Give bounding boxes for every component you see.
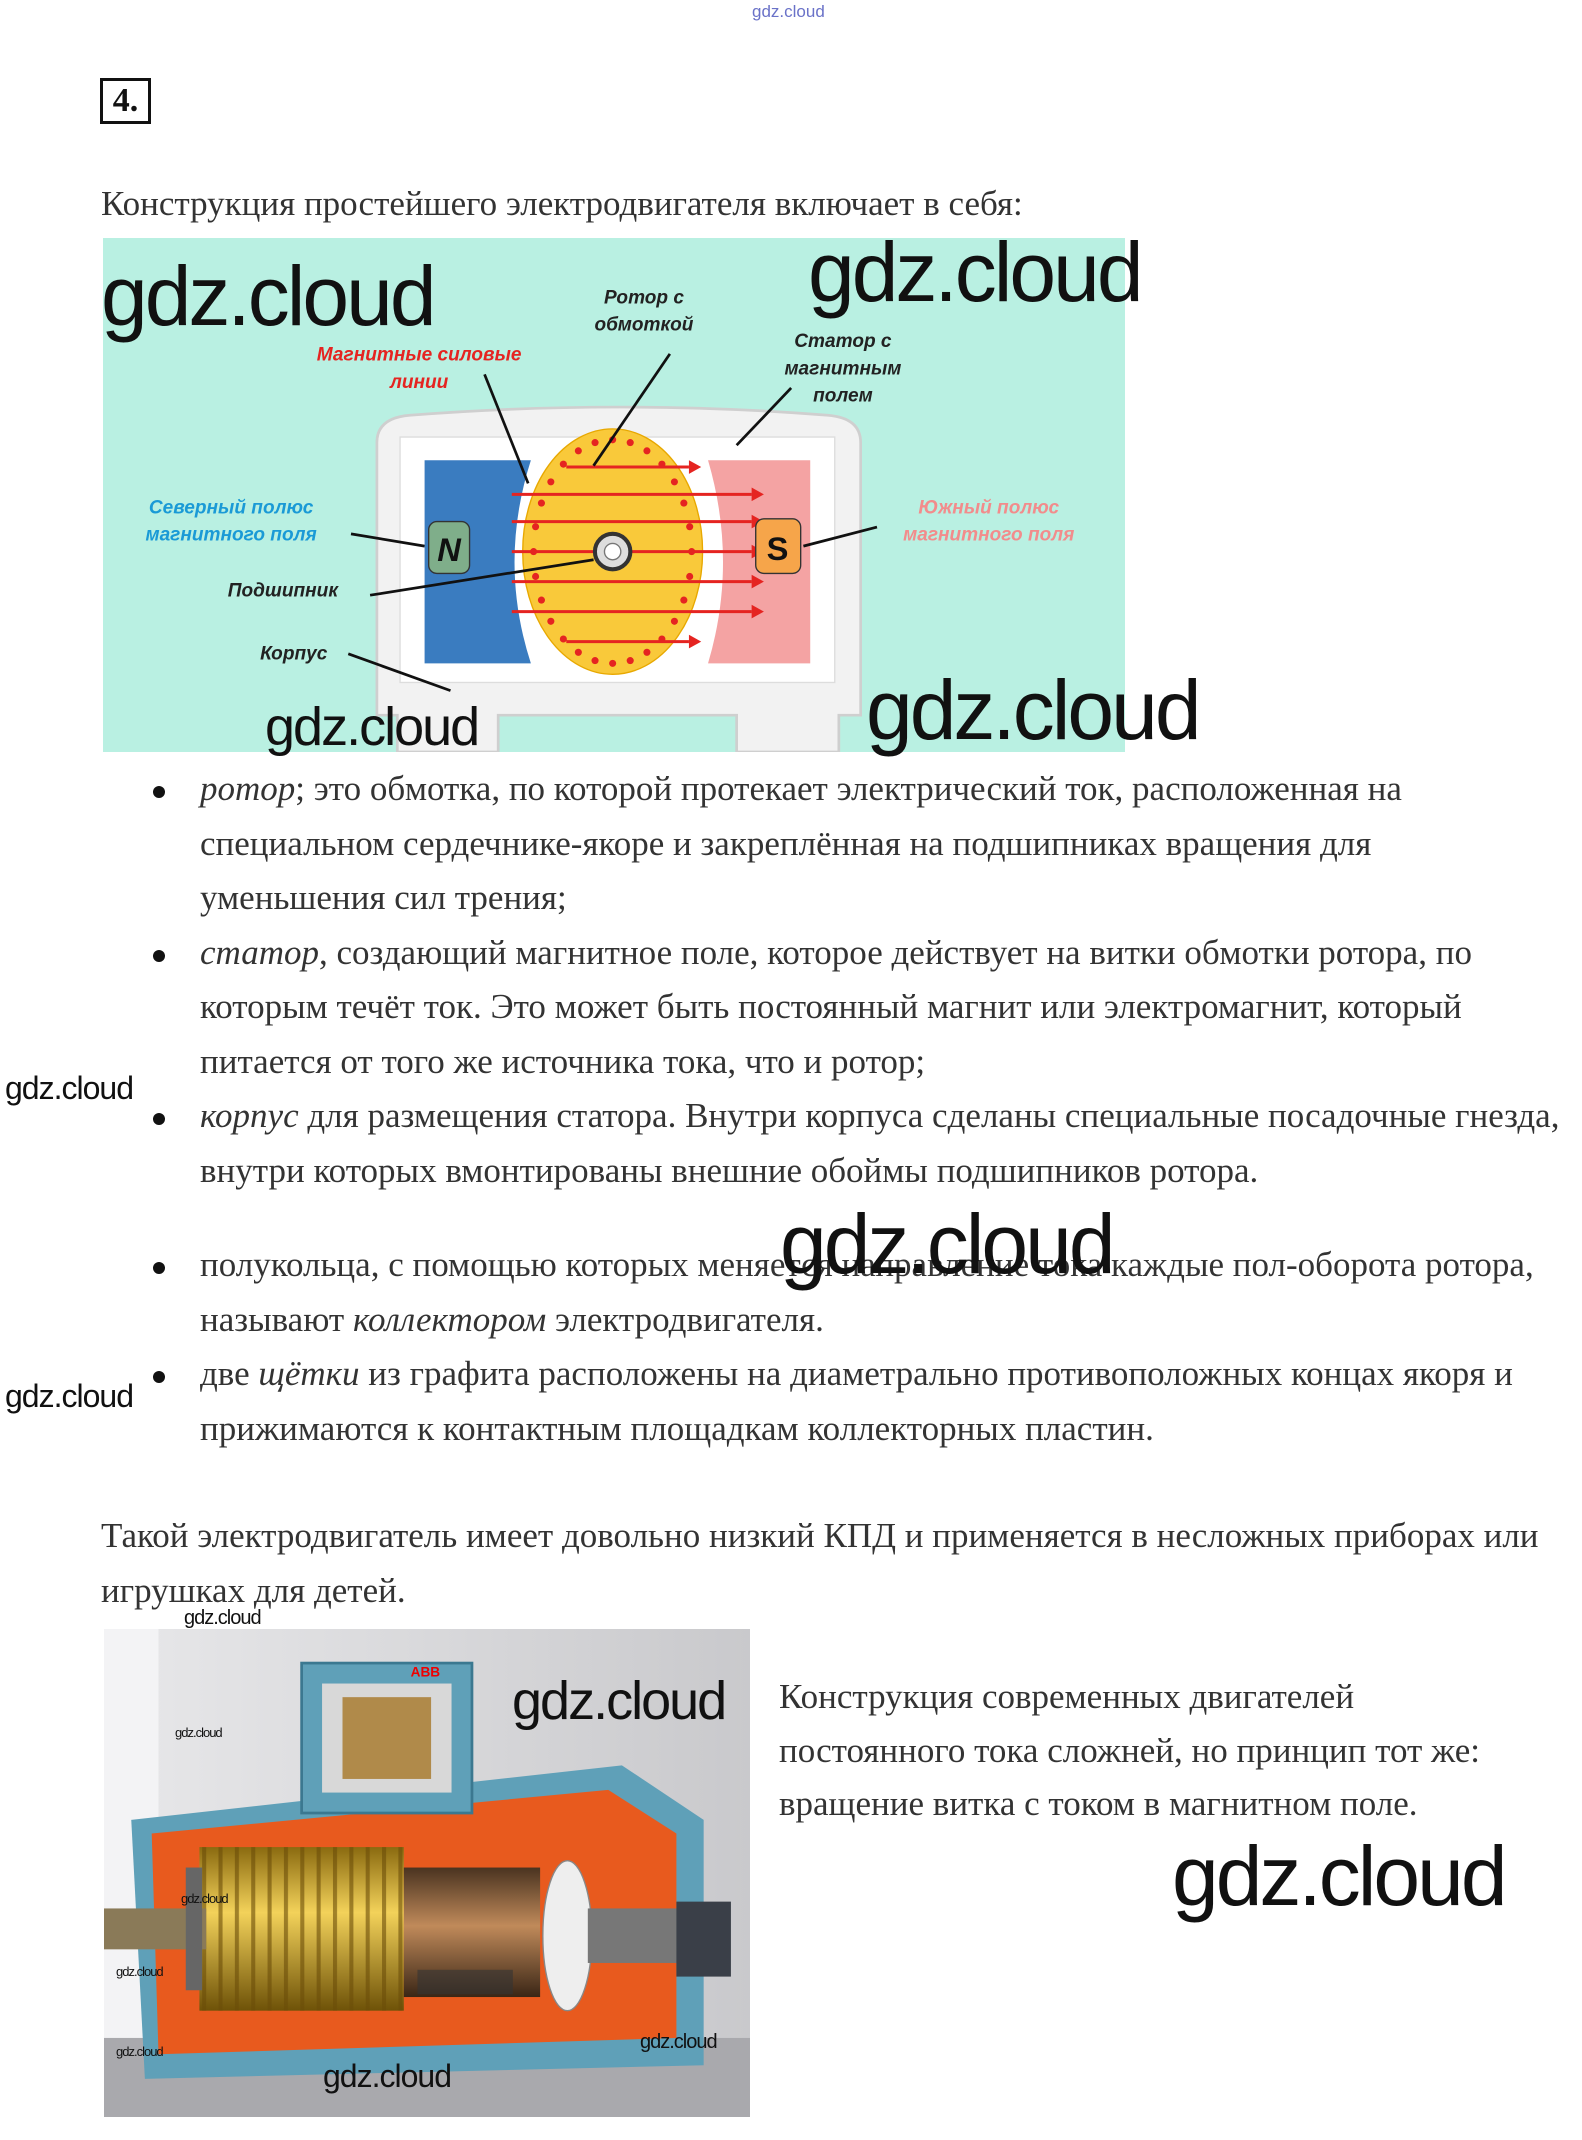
label-south-2: магнитного поля <box>903 525 1074 546</box>
motor-diagram: N S Ротор с обмоткой Магнитные силовые л… <box>103 238 1125 752</box>
winding-dot <box>686 572 694 581</box>
winding-dot <box>537 596 545 604</box>
label-stator-3: полем <box>813 386 873 407</box>
winding-dot <box>670 478 678 486</box>
intro-text: Конструкция простейшего электродвигателя… <box>101 184 1023 223</box>
winding-dot <box>680 499 688 507</box>
label-bearing: Подшипник <box>228 581 340 602</box>
description: электродвигателя. <box>546 1299 824 1339</box>
bullet-icon <box>153 1262 165 1274</box>
bearing-center <box>603 542 622 561</box>
winding-dot <box>547 478 555 486</box>
label-north-1: Северный полюс <box>149 497 314 518</box>
term: щётки <box>258 1354 360 1393</box>
winding-dot <box>559 460 567 468</box>
description: ; это обмотка, по которой протекает элек… <box>200 769 1402 917</box>
winding-dot <box>532 523 540 531</box>
winding-dot <box>574 648 582 656</box>
label-rotor-1: Ротор с <box>604 287 684 308</box>
watermark: gdz.cloud <box>808 225 1144 319</box>
watermark: gdz.cloud <box>116 1964 164 1979</box>
north-pole <box>424 460 531 664</box>
winding-dot <box>532 572 540 581</box>
watermark: gdz.cloud <box>5 1378 134 1414</box>
description: , создающий магнитное поле, которое дейс… <box>200 932 1472 1081</box>
winding-dot <box>559 635 567 643</box>
list-item-body: корпус для размещения статора. Внутри ко… <box>101 1089 1561 1198</box>
side-text: Конструкция современных двигателей посто… <box>779 1677 1481 1823</box>
label-stator-2: магнитным <box>784 358 901 379</box>
term: статор <box>200 932 320 972</box>
bullet-icon <box>153 786 165 798</box>
description: полукольца, с помощью которых меняется н… <box>200 1245 1534 1339</box>
winding-dot <box>609 659 617 667</box>
winding-dot <box>537 499 545 507</box>
winding-dot <box>643 447 651 455</box>
conclusion-text: Такой электродвигатель имеет довольно ни… <box>101 1516 1539 1610</box>
pointer-arrows <box>347 353 878 692</box>
north-letter: N <box>437 531 462 568</box>
label-rotor-2: обмоткой <box>595 315 694 336</box>
bullet-icon <box>153 1113 165 1125</box>
north-marker <box>427 520 471 575</box>
motor-photo: ABB <box>104 1629 750 2117</box>
field-arrowhead <box>688 460 702 474</box>
winding-dot <box>680 596 688 604</box>
component-list: ротор; это обмотка, по которой протекает… <box>101 762 1561 1456</box>
south-letter: S <box>767 530 789 567</box>
bullet-icon <box>153 949 165 962</box>
task-number: 4. <box>100 78 151 124</box>
field-arrowhead <box>751 574 764 589</box>
label-north-2: магнитного поля <box>145 525 316 546</box>
label-south-1: Южный полюс <box>918 497 1059 518</box>
winding-dot <box>686 523 694 531</box>
watermark: gdz.cloud <box>512 1671 727 1731</box>
winding-dot <box>591 439 599 447</box>
winding-dot <box>626 439 634 447</box>
watermark: gdz.cloud <box>1172 1829 1508 1923</box>
label-lines-1: Магнитные силовые <box>317 345 522 366</box>
watermark: gdz.cloud <box>5 1070 134 1106</box>
description: две <box>200 1354 259 1393</box>
description: для размещения статора. Внутри корпуса с… <box>200 1096 1560 1190</box>
watermark: gdz.cloud <box>866 663 1202 757</box>
term: ротор <box>200 769 296 808</box>
list-item-rotor: ротор; это обмотка, по которой протекает… <box>101 762 1561 926</box>
field-arrowhead <box>688 634 702 649</box>
field-arrowhead <box>751 604 764 619</box>
watermark: gdz.cloud <box>101 249 437 343</box>
list-item-stator: статор, создающий магнитное поле, которо… <box>101 926 1561 1090</box>
description: из графита расположены на диаметрально п… <box>200 1354 1513 1448</box>
field-arrowhead <box>751 487 764 502</box>
winding-dot <box>643 648 651 656</box>
list-item-collector: полукольца, с помощью которых меняется н… <box>101 1238 1561 1347</box>
site-mark: gdz.cloud <box>752 2 825 21</box>
south-marker <box>755 518 802 575</box>
winding-dot <box>670 617 678 625</box>
winding-dot <box>591 657 599 665</box>
abb-logo: ABB <box>411 1665 441 1680</box>
watermark: gdz.cloud <box>184 1607 262 1629</box>
bullet-icon <box>153 1371 165 1383</box>
winding-dot <box>574 447 582 455</box>
winding-dot <box>547 617 555 625</box>
label-body: Корпус <box>260 643 328 664</box>
list-item-brushes: две щётки из графита расположены на диам… <box>101 1347 1561 1456</box>
term: коллектором <box>352 1299 547 1339</box>
watermark: gdz.cloud <box>265 697 480 757</box>
term: корпус <box>200 1096 299 1135</box>
watermark: gdz.cloud <box>640 2031 718 2053</box>
watermark: gdz.cloud <box>780 1197 1116 1291</box>
watermark: gdz.cloud <box>323 2058 452 2094</box>
label-lines-2: линии <box>389 372 449 393</box>
watermark: gdz.cloud <box>116 2044 164 2059</box>
watermark: gdz.cloud <box>181 1891 229 1906</box>
watermark: gdz.cloud <box>175 1725 223 1740</box>
winding-dot <box>626 657 634 665</box>
label-stator-1: Статор с <box>794 331 892 352</box>
